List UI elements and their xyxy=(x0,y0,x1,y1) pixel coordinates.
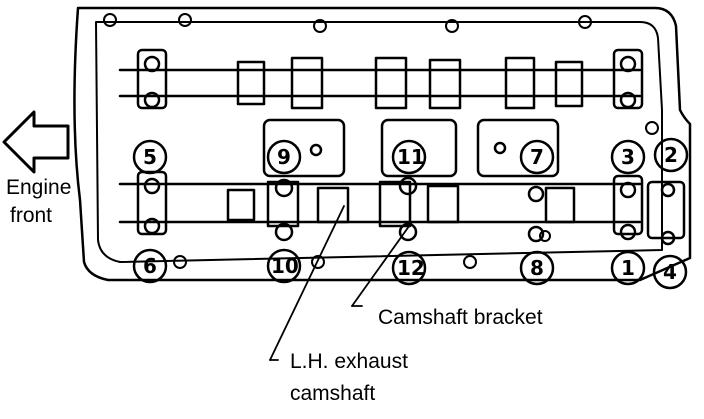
seq-number-11: 11 xyxy=(397,145,425,169)
inner-rim xyxy=(95,21,663,263)
seq-circle-5 xyxy=(132,139,168,175)
seq-circle-8 xyxy=(519,250,555,286)
engine-front-arrow xyxy=(2,110,70,174)
seq-circle-2 xyxy=(653,137,689,173)
seq-circle-9 xyxy=(266,139,302,175)
front-label: front xyxy=(10,204,53,227)
seq-number-4: 4 xyxy=(663,260,677,284)
perimeter-bolts xyxy=(103,13,659,269)
seq-circle-10 xyxy=(266,248,302,284)
seq-number-1: 1 xyxy=(621,256,635,280)
leader-bracket xyxy=(351,221,413,307)
seq-circle-11 xyxy=(391,139,427,175)
seq-number-10: 10 xyxy=(271,254,299,278)
camshaft-label: camshaft xyxy=(290,382,376,405)
seq-circle-12 xyxy=(391,250,427,286)
engine-label: Engine xyxy=(6,176,72,199)
seq-circle-4 xyxy=(652,254,688,290)
leader-exhaust xyxy=(269,205,345,361)
seq-number-5: 5 xyxy=(143,145,157,169)
seq-number-7: 7 xyxy=(530,145,544,169)
upper-camshaft xyxy=(118,56,642,110)
seq-number-8: 8 xyxy=(530,256,544,280)
lh-exhaust-label: L.H. exhaust xyxy=(290,350,408,373)
seq-circle-6 xyxy=(132,248,168,284)
seq-number-12: 12 xyxy=(397,256,425,280)
seq-number-3: 3 xyxy=(621,145,635,169)
seq-circle-3 xyxy=(610,139,646,175)
seq-number-9: 9 xyxy=(277,145,291,169)
lower-camshaft xyxy=(118,180,642,228)
camshaft-bracket-label: Camshaft bracket xyxy=(378,306,543,329)
seq-circle-7 xyxy=(519,139,555,175)
seq-circle-1 xyxy=(610,250,646,286)
bracket-bolts xyxy=(143,55,676,246)
sequence-circles xyxy=(132,137,689,290)
head-outline xyxy=(73,6,692,282)
seq-number-2: 2 xyxy=(664,143,678,167)
seq-number-6: 6 xyxy=(143,254,157,278)
